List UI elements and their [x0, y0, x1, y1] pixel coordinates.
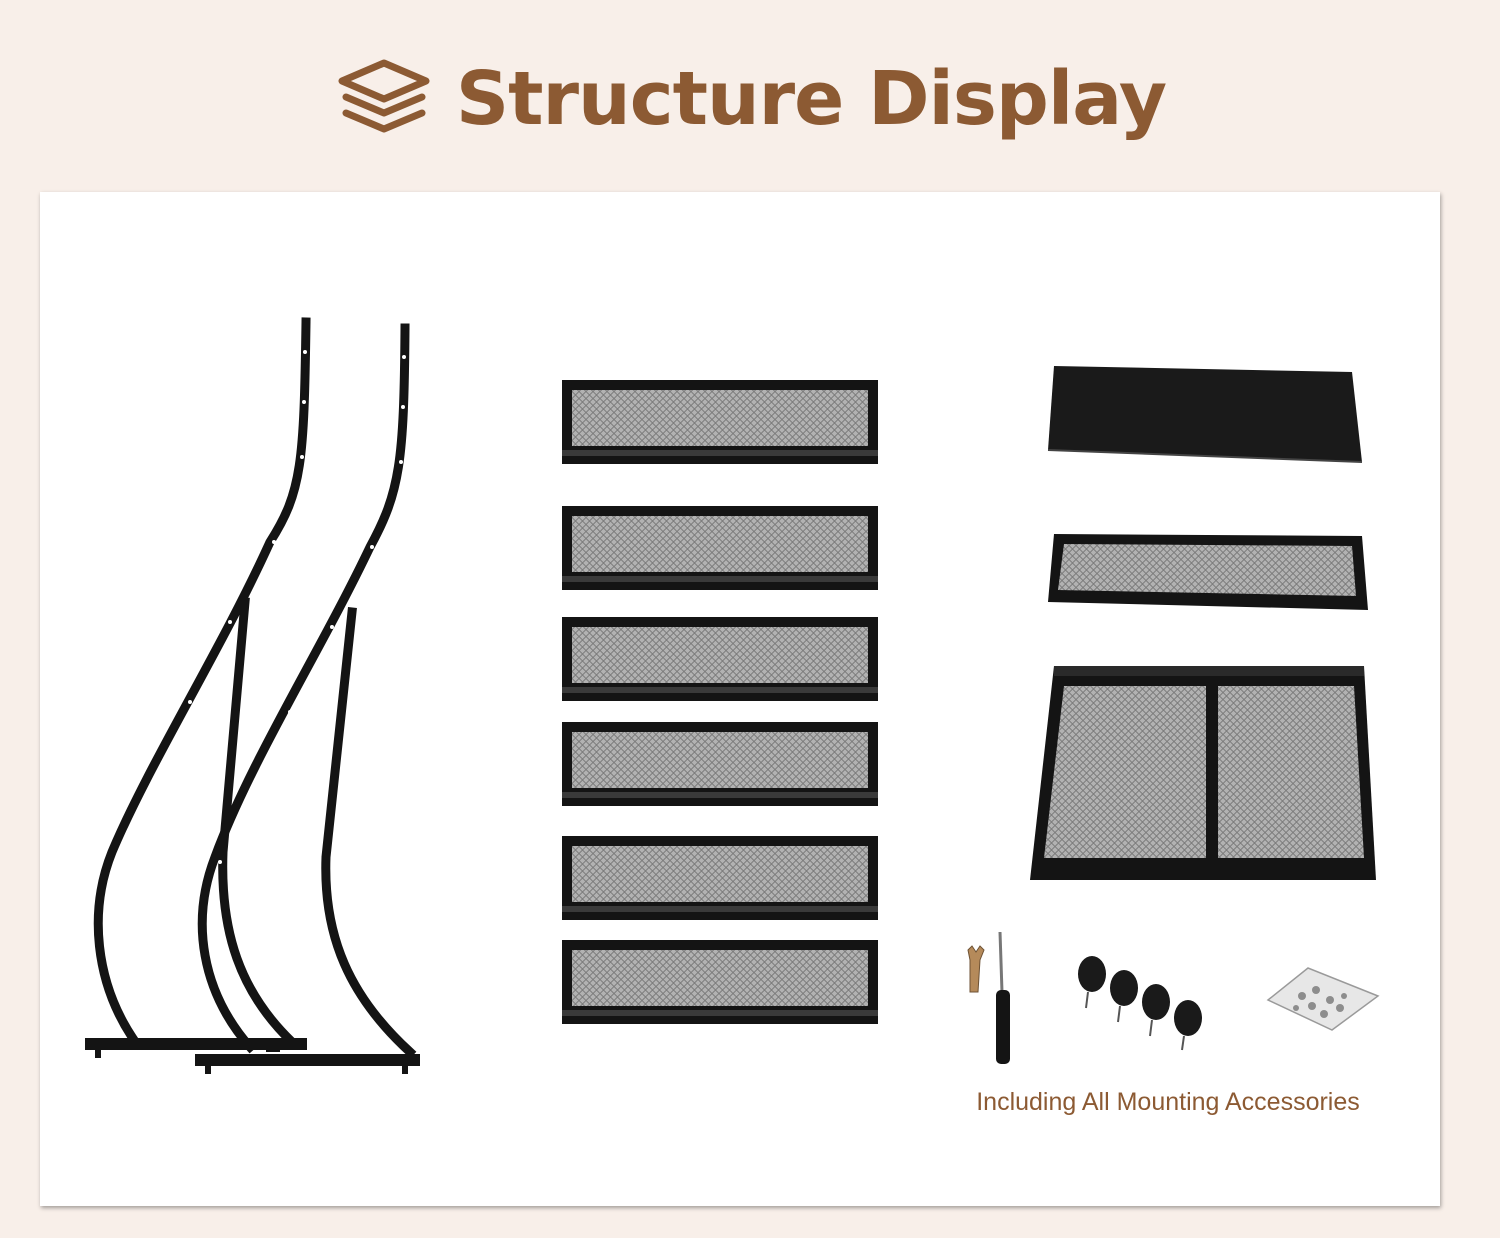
frame-feet: [85, 1038, 420, 1074]
layers-icon: [338, 59, 430, 133]
mesh-shelf: [562, 836, 878, 920]
double-mesh-base: [1030, 666, 1376, 880]
mesh-shelf: [562, 940, 878, 1024]
wrench-icon: [967, 945, 985, 993]
frame-holes: [116, 350, 406, 864]
mesh-shelf: [562, 722, 878, 806]
parts-illustration: [85, 317, 1380, 1074]
screwdriver-icon: [996, 931, 1010, 1064]
solid-top-panel: [1047, 366, 1363, 463]
mesh-shelf: [562, 506, 878, 590]
page-title: Structure Display: [455, 56, 1167, 142]
mesh-shelf: [562, 617, 878, 701]
caster-wheels: [1078, 956, 1202, 1051]
product-panel: Including All Mounting Accessories: [40, 192, 1440, 1206]
mesh-shelf: [562, 380, 878, 464]
side-frame-left: [93, 317, 311, 1049]
side-frame-right: [197, 323, 417, 1059]
mesh-tray: [1048, 534, 1368, 610]
screw-bag: [1266, 967, 1380, 1031]
accessories-caption: Including All Mounting Accessories: [976, 1088, 1360, 1116]
header: Structure Display: [0, 0, 1500, 190]
header-title-group: Structure Display: [334, 56, 1167, 142]
